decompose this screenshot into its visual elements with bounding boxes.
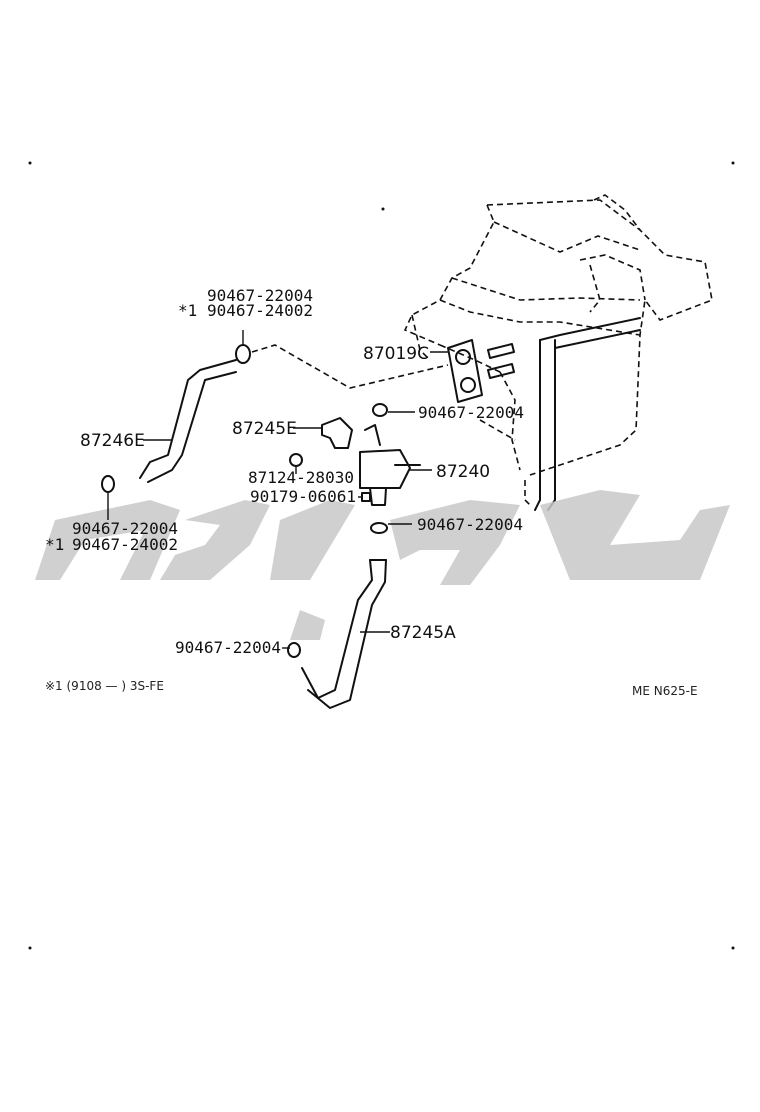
clamps [101,403,388,658]
registration-marks [28,161,735,950]
heater-core-pipes [447,339,515,403]
label-87240: 87240 [436,462,490,482]
hose-87245e [321,417,353,449]
label-87246e: 87246E [80,431,145,451]
footnote: ※1 (9108 — ) 3S-FE [45,679,164,693]
label-87019c: 87019C [363,344,429,364]
leader-lines [107,330,448,649]
label-90467-24002-top: 90467-24002 [207,301,313,320]
label-90179-06061: 90179-06061 [250,487,356,506]
housing-side-pipe [524,317,641,511]
label-90467-22004-mid: 90467-22004 [418,403,524,422]
label-90467-22004-top: 90467-22004 [207,286,313,305]
hose-87246e [139,344,251,483]
label-87124-28030: 87124-28030 [248,468,354,487]
label-90467-22004-bottom: 90467-22004 [175,638,281,657]
hose-routing-line [251,344,449,389]
label-87245a: 87245A [390,623,456,643]
watermark-logo [35,490,730,640]
label-87245e: 87245E [232,419,297,439]
label-alt-mark-top: *1 [178,301,197,320]
label-90467-22004-right: 90467-22004 [417,515,523,534]
figure-code: ME N625-E [632,684,698,698]
label-90467-22004-left: 90467-22004 [72,519,178,538]
hose-87245a [301,559,387,709]
heater-unit-housing [403,194,713,476]
label-90467-24002-left: 90467-24002 [72,535,178,554]
label-alt-mark-left: *1 [45,535,64,554]
